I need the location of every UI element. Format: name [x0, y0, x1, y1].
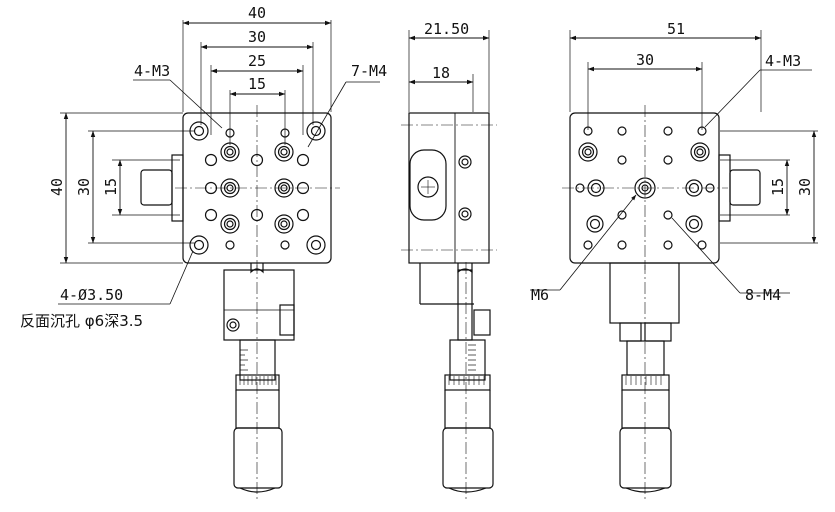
back-dim-51: 51 — [667, 20, 685, 38]
back-small-holes — [575, 126, 715, 250]
front-label-m3: 4-M3 — [134, 62, 170, 80]
front-label-hole: 4-Ø3.50 — [60, 286, 123, 304]
side-body — [408, 112, 490, 264]
front-dim-30: 30 — [248, 28, 266, 46]
back-dim-30: 30 — [636, 51, 654, 69]
front-dim-25: 25 — [248, 52, 266, 70]
front-label-note: 反面沉孔 φ6深3.5 — [20, 312, 143, 330]
front-dim-left-40: 40 — [48, 178, 66, 196]
back-dim-right-30: 30 — [796, 178, 814, 196]
back-label-m4: 8-M4 — [745, 286, 781, 304]
side-knob — [417, 176, 439, 198]
front-dim-15: 15 — [248, 75, 266, 93]
front-dim-left-30: 30 — [75, 178, 93, 196]
front-view-labels: 40 30 25 15 40 30 15 4-M3 7-M4 4-Ø3.50 反… — [20, 4, 387, 330]
right-knob — [729, 169, 761, 206]
m3-holes — [225, 128, 290, 250]
side-slot — [409, 149, 447, 221]
front-view — [58, 20, 380, 500]
back-label-m6: M6 — [531, 286, 549, 304]
back-micrometer — [609, 262, 680, 500]
side-view-labels: 21.50 18 — [424, 20, 469, 82]
counterbore-holes — [189, 121, 326, 255]
front-micrometer — [223, 262, 295, 500]
side-view — [401, 30, 497, 500]
back-dim-right-15: 15 — [769, 178, 787, 196]
front-dim-40: 40 — [248, 4, 266, 22]
side-dim-18: 18 — [432, 64, 450, 82]
back-label-m3: 4-M3 — [765, 52, 801, 70]
back-large-holes — [578, 142, 710, 233]
m6-hole — [634, 177, 656, 199]
back-view-labels: 51 30 15 30 4-M3 M6 8-M4 — [531, 20, 814, 304]
m4-holes — [220, 142, 294, 234]
back-view — [530, 30, 818, 500]
side-holes — [204, 153, 310, 222]
side-dim-21-50: 21.50 — [424, 20, 469, 38]
front-label-m4: 7-M4 — [351, 62, 387, 80]
side-micrometer — [442, 262, 494, 500]
left-knob — [140, 169, 173, 206]
front-dim-left-15: 15 — [102, 178, 120, 196]
